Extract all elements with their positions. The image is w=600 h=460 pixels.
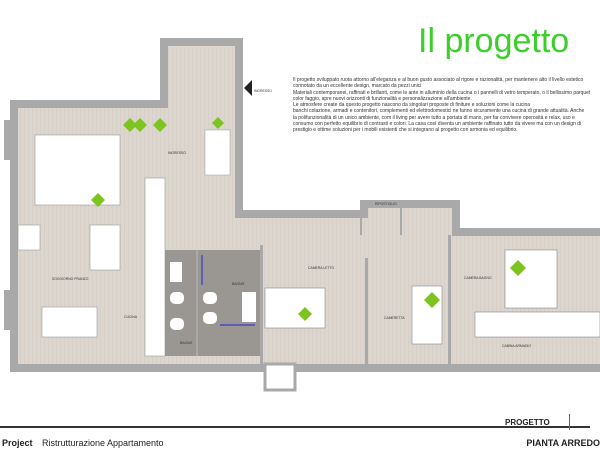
room-label: BAGNO	[180, 341, 193, 345]
room-label: CAMERETTA	[384, 316, 405, 320]
title-block-rule	[0, 426, 590, 428]
bed	[411, 285, 443, 345]
bed	[504, 249, 558, 309]
floor-plan: INGRESSO INGRESSO SOGGIORNO PRANZO CUCIN…	[4, 38, 600, 392]
room-label: CUCINA	[124, 315, 138, 319]
project-description: Il progetto sviluppato ruota attorno all…	[293, 77, 591, 134]
entrance-label: INGRESSO	[254, 89, 272, 93]
room-label: INGRESSO	[168, 151, 186, 155]
sheet-title: PIANTA ARREDO	[526, 438, 600, 448]
page-title: Il progetto	[418, 22, 570, 60]
progetto-label: PROGETTO	[505, 418, 550, 427]
project-name: Ristrutturazione Appartamento	[42, 438, 164, 448]
entrance-arrow-icon	[244, 80, 252, 96]
room-label: CAMERA LETTO	[308, 266, 334, 270]
project-label: Project	[2, 438, 33, 448]
bed	[264, 287, 326, 329]
wardrobe	[474, 311, 600, 338]
plant-icons	[91, 117, 526, 321]
room-label: CAMERA BAGNO	[464, 276, 492, 280]
room-label: RIPOSTIGLIO	[375, 202, 397, 206]
room-label: BAGNO	[232, 282, 245, 286]
title-block-divider	[569, 414, 570, 430]
room-label: CABINA ARMADIO	[502, 344, 531, 348]
room-label: SOGGIORNO PRANZO	[52, 277, 89, 281]
